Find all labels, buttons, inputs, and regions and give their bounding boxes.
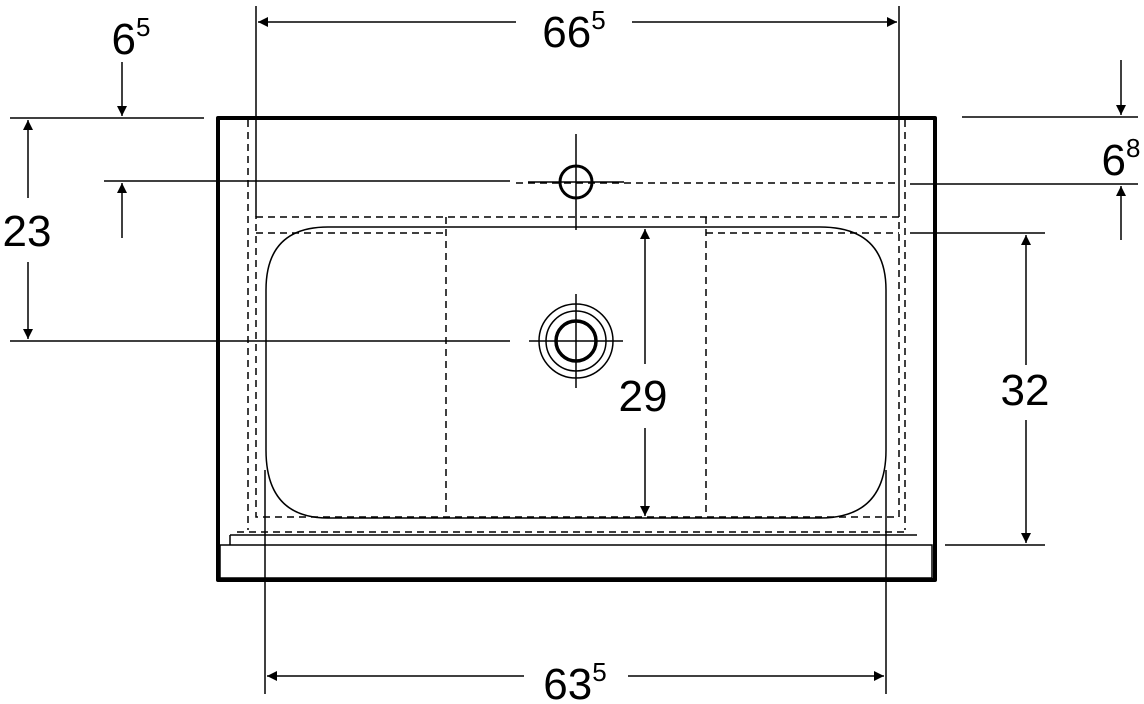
tap-hole-icon bbox=[528, 134, 624, 230]
dim-label-top-margin-left: 65 bbox=[112, 12, 151, 64]
dim-label-overall-width: 665 bbox=[542, 5, 605, 57]
dim-label-overall-depth: 32 bbox=[1001, 366, 1050, 415]
dim-label-drain-depth: 23 bbox=[3, 207, 52, 256]
dim-label-top-margin-right: 68 bbox=[1102, 133, 1141, 185]
extension-lines bbox=[10, 6, 1138, 694]
dim-label-bowl-depth: 29 bbox=[619, 372, 668, 421]
drain-icon bbox=[529, 294, 623, 388]
dimension-lines bbox=[23, 17, 1126, 681]
basin-outline bbox=[216, 116, 937, 582]
dim-label-bowl-width: 635 bbox=[543, 657, 606, 704]
hidden-contours bbox=[237, 120, 906, 533]
bowl-outline bbox=[265, 226, 887, 519]
